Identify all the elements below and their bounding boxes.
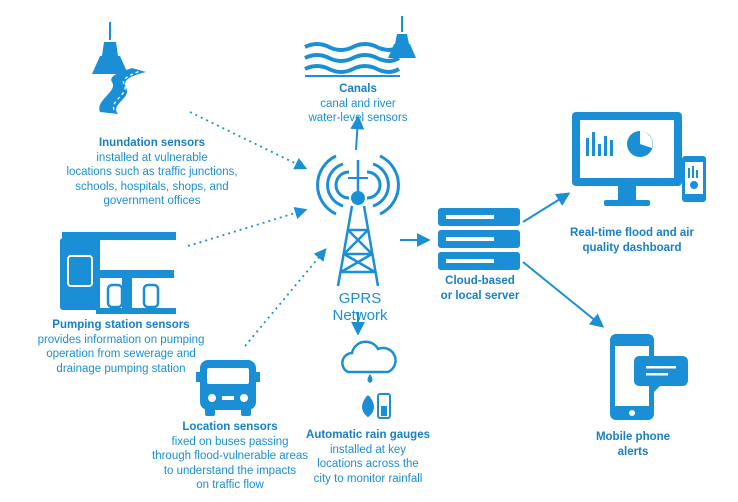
pumping-desc: provides information on pumping operatio… bbox=[37, 333, 205, 375]
rain-label: Automatic rain gauges installed at key l… bbox=[300, 428, 436, 486]
rain-cloud-icon bbox=[341, 340, 397, 419]
gprs-tower-icon bbox=[316, 154, 400, 287]
server-icon bbox=[438, 208, 520, 270]
connector-canals bbox=[350, 115, 365, 151]
inundation-title: Inundation sensors bbox=[98, 137, 206, 149]
rain-title: Automatic rain gauges bbox=[306, 429, 430, 441]
pumping-station-icon bbox=[60, 232, 176, 314]
dashboard-title: Real-time flood and air quality dashboar… bbox=[570, 227, 694, 254]
mobile-title: Mobile phone alerts bbox=[595, 431, 671, 458]
connector-pumping bbox=[187, 206, 308, 247]
canals-label: Canals canal and river water-level senso… bbox=[300, 82, 416, 126]
inundation-label: Inundation sensors installed at vulnerab… bbox=[52, 136, 252, 209]
bus-icon bbox=[196, 360, 260, 416]
mobile-phone-icon bbox=[610, 334, 688, 420]
server-label: Cloud-based or local server bbox=[428, 274, 532, 303]
connector-mobile bbox=[522, 261, 605, 328]
dashboard-monitor-icon bbox=[572, 112, 706, 206]
rain-desc: installed at key locations across the ci… bbox=[313, 443, 423, 485]
location-label: Location sensors fixed on buses passing … bbox=[134, 420, 326, 493]
connector-dashboard bbox=[522, 192, 571, 223]
water-waves-icon bbox=[304, 16, 416, 77]
server-title: Cloud-based or local server bbox=[440, 275, 520, 302]
location-desc: fixed on buses passing through flood-vul… bbox=[152, 435, 308, 492]
mobile-label: Mobile phone alerts bbox=[578, 430, 688, 459]
canals-desc: canal and river water-level sensors bbox=[308, 97, 408, 125]
pumping-title: Pumping station sensors bbox=[52, 319, 190, 331]
gprs-label: GPRS Network bbox=[332, 290, 388, 324]
location-title: Location sensors bbox=[182, 421, 278, 433]
dashboard-label: Real-time flood and air quality dashboar… bbox=[562, 226, 702, 255]
canals-title: Canals bbox=[339, 83, 377, 95]
road-sensor-icon bbox=[92, 22, 146, 114]
pumping-label: Pumping station sensors provides informa… bbox=[24, 318, 218, 376]
inundation-desc: installed at vulnerable locations such a… bbox=[66, 151, 238, 208]
